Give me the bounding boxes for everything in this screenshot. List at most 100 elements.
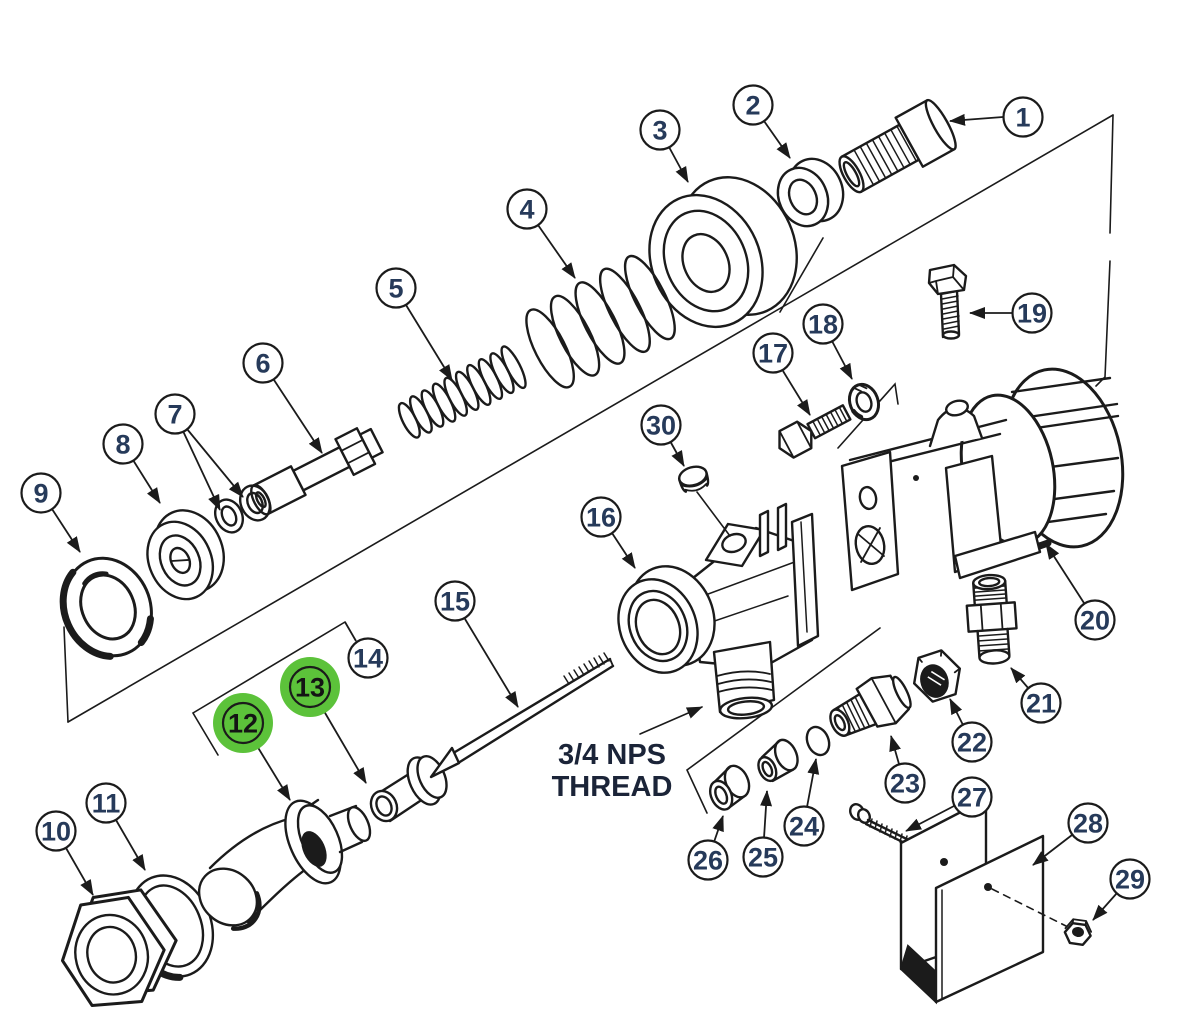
callout-number: 26 <box>693 845 723 875</box>
callout-6[interactable]: 6 <box>242 342 323 454</box>
thread-note-arrow <box>639 706 703 735</box>
part-needle-15 <box>429 652 615 779</box>
callout-26[interactable]: 26 <box>687 815 729 881</box>
callout-circle <box>802 303 844 345</box>
callout-13[interactable]: 13 <box>280 657 367 784</box>
callout-circle <box>1011 292 1053 334</box>
callout-circle <box>85 782 127 824</box>
callout-23[interactable]: 23 <box>884 735 926 804</box>
callout-circle <box>347 637 389 679</box>
callout-number: 29 <box>1115 864 1145 894</box>
callout-circle <box>375 267 417 309</box>
callout-18[interactable]: 18 <box>802 303 853 380</box>
callout-number: 4 <box>519 194 534 224</box>
part-valve-stem-6 <box>250 427 384 516</box>
leader-line <box>132 459 161 504</box>
leader-line <box>186 428 244 498</box>
callout-29[interactable]: 29 <box>1092 858 1151 921</box>
callout-4[interactable]: 4 <box>506 188 576 279</box>
callout-circle <box>884 762 926 804</box>
callout-19[interactable]: 19 <box>969 292 1053 334</box>
part-nipple-21 <box>965 573 1018 665</box>
leader-line <box>344 621 357 642</box>
callout-1[interactable]: 1 <box>949 96 1044 138</box>
callout-circle <box>434 580 476 622</box>
callout-25[interactable]: 25 <box>742 790 784 878</box>
callout-number: 27 <box>957 782 987 812</box>
leader-line <box>1032 834 1073 866</box>
part-oring-24 <box>805 725 831 757</box>
callout-circle <box>580 496 622 538</box>
callout-5[interactable]: 5 <box>375 267 453 381</box>
callout-circle <box>1067 802 1109 844</box>
leader-line <box>405 304 453 381</box>
callout-number: 5 <box>388 273 403 303</box>
callout-3[interactable]: 3 <box>639 109 689 183</box>
callout-number: 3 <box>652 115 667 145</box>
nut-position-dashed-line <box>991 888 1067 927</box>
callout-22[interactable]: 22 <box>949 698 993 763</box>
part-nut-29 <box>1063 918 1093 946</box>
callout-24[interactable]: 24 <box>783 758 825 847</box>
callout-number: 25 <box>748 842 778 872</box>
callout-number: 10 <box>41 816 71 846</box>
callout-circle <box>951 721 993 763</box>
callout-7[interactable]: 7 <box>154 393 244 511</box>
leader-line <box>782 370 811 416</box>
part-square-bolt-19 <box>927 263 968 340</box>
callout-28[interactable]: 28 <box>1032 802 1109 866</box>
callout-number: 12 <box>228 708 258 738</box>
callout-8[interactable]: 8 <box>102 423 161 504</box>
callout-number: 16 <box>586 502 616 532</box>
part-hex-nut-10 <box>60 888 178 1007</box>
callout-circle <box>732 84 774 126</box>
callout-circle <box>1109 858 1151 900</box>
callout-circle <box>951 776 993 818</box>
callout-9[interactable]: 9 <box>20 472 81 553</box>
callout-number: 20 <box>1080 605 1110 635</box>
callout-27[interactable]: 27 <box>905 776 993 832</box>
callout-11[interactable]: 11 <box>85 782 146 871</box>
callout-circle <box>35 810 77 852</box>
part-valve-body-16 <box>617 502 820 720</box>
callout-number: 13 <box>295 672 325 702</box>
callout-circle <box>783 805 825 847</box>
callout-circle <box>20 472 62 514</box>
callout-20[interactable]: 20 <box>1045 543 1116 641</box>
leader-line <box>806 758 820 808</box>
callout-number: 15 <box>440 586 470 616</box>
callout-2[interactable]: 2 <box>732 84 791 159</box>
leader-line <box>1045 543 1085 604</box>
callout-12[interactable]: 12 <box>213 693 291 801</box>
leader-line <box>1092 892 1118 921</box>
leader-line <box>182 430 221 511</box>
leader-line <box>905 805 955 832</box>
callout-circle <box>742 836 784 878</box>
callout-17[interactable]: 17 <box>752 332 811 416</box>
callout-10[interactable]: 10 <box>35 810 94 896</box>
part-lever-12 <box>197 798 372 931</box>
callout-number: 21 <box>1026 688 1056 718</box>
callout-number: 7 <box>167 399 182 429</box>
callout-number: 8 <box>115 429 130 459</box>
callout-30[interactable]: 30 <box>640 404 685 467</box>
part-bushing-13 <box>369 755 448 823</box>
leader-line <box>253 740 291 801</box>
leader-line <box>668 146 689 183</box>
callout-number: 19 <box>1017 298 1047 328</box>
callout-number: 11 <box>92 788 121 818</box>
leader-line <box>763 120 791 159</box>
part-nozzle-cap-1 <box>838 98 957 194</box>
callout-14[interactable]: 14 <box>344 621 389 679</box>
callout-21[interactable]: 21 <box>1010 667 1062 724</box>
callout-number: 2 <box>745 90 760 120</box>
callout-circle <box>640 404 682 446</box>
callout-circle <box>752 332 794 374</box>
callout-15[interactable]: 15 <box>434 580 519 708</box>
leader-line <box>669 440 685 467</box>
leader-line <box>320 705 367 784</box>
callout-16[interactable]: 16 <box>580 496 636 569</box>
callout-circle <box>1002 96 1044 138</box>
